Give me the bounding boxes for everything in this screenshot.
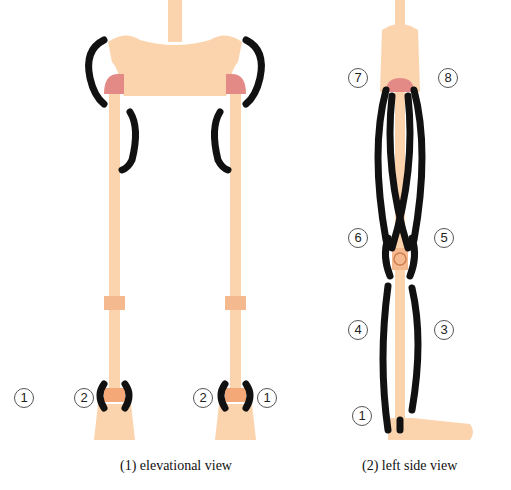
- callout-number: 3: [434, 320, 454, 340]
- callout-number: 7: [348, 68, 368, 88]
- callout-number: 2: [193, 388, 213, 408]
- callout-number: 4: [348, 320, 368, 340]
- callout-number: 6: [348, 228, 368, 248]
- callout-number: 2: [74, 388, 94, 408]
- callout-number: 1: [14, 388, 34, 408]
- callout-number: 1: [257, 388, 277, 408]
- callout-number: 5: [434, 228, 454, 248]
- view-caption: (2) left side view: [362, 458, 457, 474]
- callout-number: 1: [352, 406, 372, 426]
- view-caption: (1) elevational view: [120, 458, 232, 474]
- callout-number: 8: [438, 68, 458, 88]
